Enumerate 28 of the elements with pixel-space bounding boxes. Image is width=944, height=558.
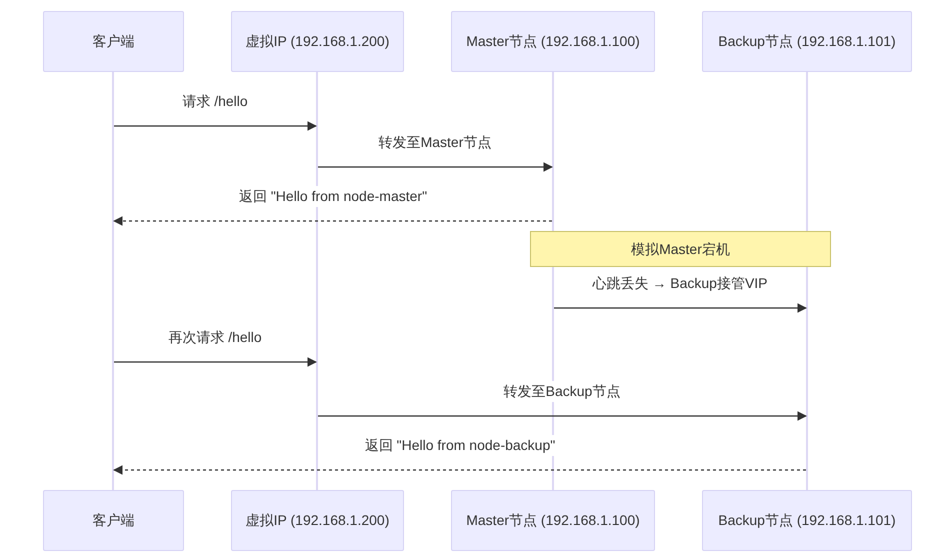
message-arrow — [114, 357, 317, 367]
message-arrow — [114, 121, 317, 131]
participant-box — [43, 490, 184, 551]
participant-name: Master节点 (192.168.1.100) — [466, 32, 640, 51]
participant-box — [231, 490, 404, 551]
participant-name: 虚拟IP (192.168.1.200) — [246, 32, 390, 51]
message-arrow — [113, 465, 806, 475]
participant-box — [702, 11, 912, 72]
lifeline — [316, 72, 318, 490]
participant-name: 客户端 — [92, 511, 134, 530]
participant-name: 虚拟IP (192.168.1.200) — [246, 511, 390, 530]
note-box — [530, 231, 831, 267]
participant-name: 客户端 — [92, 32, 134, 51]
message-arrow — [318, 411, 807, 421]
participant-name: Master节点 (192.168.1.100) — [466, 511, 640, 530]
lifeline — [112, 72, 114, 490]
lifeline — [806, 72, 808, 490]
participant-box — [231, 11, 404, 72]
participant-box — [451, 11, 655, 72]
participant-name: Backup节点 (192.168.1.101) — [718, 32, 896, 51]
participant-name: Backup节点 (192.168.1.101) — [718, 511, 896, 530]
participant-box — [702, 490, 912, 551]
note-text: 模拟Master宕机 — [631, 240, 730, 258]
message-arrow — [113, 216, 552, 226]
participant-box — [451, 490, 655, 551]
message-arrow — [318, 162, 553, 172]
message-arrow — [554, 303, 807, 313]
participant-box — [43, 11, 184, 72]
